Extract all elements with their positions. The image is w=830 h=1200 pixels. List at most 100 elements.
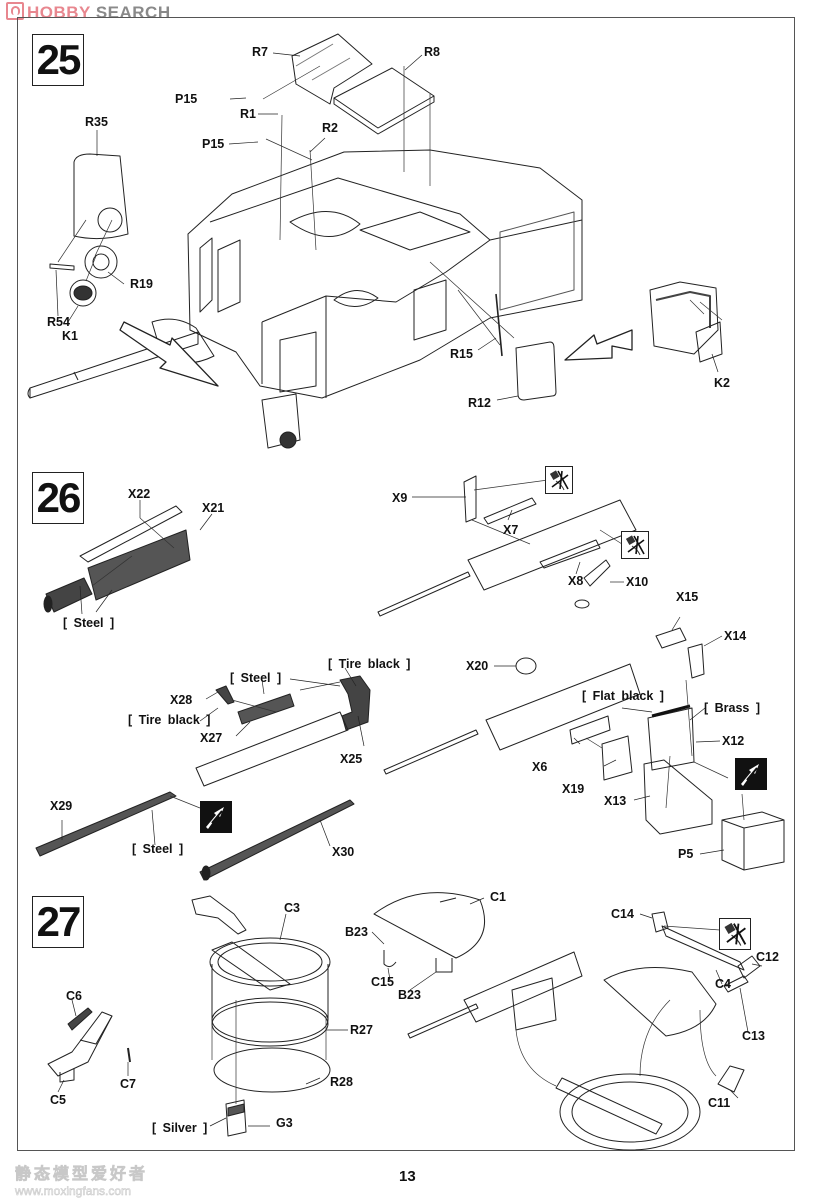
part-x22: [79, 505, 183, 563]
part-label: X9: [392, 491, 408, 505]
part-label: K1: [62, 329, 78, 343]
part-label: X19: [562, 782, 585, 796]
part-label: R28: [330, 1075, 353, 1089]
part-r35: [73, 153, 129, 240]
part-label: X8: [568, 574, 584, 588]
part-label: X10: [626, 575, 649, 589]
no-glue-icon: [621, 531, 649, 559]
part-m2-barrel-27: [407, 1003, 479, 1039]
part-hull-top-edge: [209, 177, 583, 241]
part-g3: [225, 1099, 247, 1137]
part-c6: [67, 1007, 93, 1031]
part-r8-plate: [333, 67, 435, 129]
step-25-leaders: [55, 52, 719, 401]
step-25-drawing: [27, 33, 723, 449]
page-number: 13: [399, 1168, 416, 1185]
watermark-url: www.moxingfans.com: [15, 1184, 132, 1199]
part-label: X28: [170, 693, 193, 707]
part-label: X12: [722, 734, 745, 748]
part-label: C6: [66, 989, 82, 1003]
part-label: R27: [350, 1023, 373, 1037]
part-hull-turret-ring: [333, 290, 379, 307]
paint-callout-steel: [ Steel ]: [63, 616, 115, 630]
step-number-27: 27: [32, 896, 84, 948]
hobbysearch-logo-icon: [6, 2, 24, 20]
part-label: X15: [676, 590, 699, 604]
part-label: X14: [724, 629, 747, 643]
part-label: C12: [756, 950, 779, 964]
step-25-guide-lines: [57, 65, 723, 346]
part-x10: [583, 559, 611, 587]
part-hull-hatch: [289, 211, 361, 237]
part-label: C3: [284, 901, 300, 915]
part-c3: [209, 937, 331, 987]
part-c1: [373, 892, 485, 959]
part-gun-barrel: [29, 331, 199, 399]
part-label: X29: [50, 799, 73, 813]
part-label: X27: [200, 731, 223, 745]
part-label: C14: [611, 907, 634, 921]
part-m2-receiver-lower: [485, 663, 641, 751]
part-b23: [435, 958, 453, 973]
part-c7: [127, 1047, 131, 1063]
part-r35-circle: [97, 207, 123, 233]
part-label: B23: [345, 925, 368, 939]
part-hull-side-openings: [199, 237, 241, 313]
part-label: B23: [398, 988, 421, 1002]
part-c4-shield: [603, 967, 717, 1037]
part-label: R7: [252, 45, 268, 59]
part-x29: [35, 791, 177, 857]
part-hull-front-hatch: [279, 331, 317, 393]
part-r12: [515, 341, 557, 401]
part-label: C7: [120, 1077, 136, 1091]
part-label: P5: [678, 847, 694, 861]
part-label: X21: [202, 501, 225, 515]
no-glue-icon: [545, 466, 573, 494]
part-gun-barrel-seg: [27, 371, 79, 399]
part-label: P15: [202, 137, 225, 151]
part-x9: [463, 475, 477, 523]
part-label: R35: [85, 115, 108, 129]
step-number-25: 25: [32, 34, 84, 86]
part-r15: [495, 293, 503, 357]
part-label: R12: [468, 396, 491, 410]
part-m2-barrel-upper: [377, 571, 471, 617]
part-hull-body: [187, 149, 583, 399]
part-c11: [717, 1065, 745, 1093]
part-c3-bracket: [191, 895, 247, 935]
watermark-chinese-text: 静态模型爱好者: [15, 1166, 149, 1184]
part-m2-receiver-upper: [467, 499, 637, 591]
part-label: R2: [322, 121, 338, 135]
part-m2-barrel-lower: [383, 729, 479, 775]
part-c13: [723, 975, 749, 993]
swap-arrows-icon: [200, 801, 232, 833]
part-x13: [643, 759, 713, 835]
part-x8: [539, 539, 601, 569]
part-x19: [601, 735, 633, 781]
part-label: X6: [532, 760, 548, 774]
part-x12: [647, 707, 695, 771]
part-label: X20: [466, 659, 489, 673]
part-label: R54: [47, 315, 70, 329]
part-label: G3: [276, 1116, 293, 1130]
part-c14: [651, 911, 669, 933]
step-27-drawing: [47, 892, 763, 1151]
part-label: C4: [715, 977, 731, 991]
part-r19: [84, 245, 118, 279]
part-hull-panel: [359, 211, 471, 251]
part-ammo-box-27: [511, 977, 557, 1031]
part-label: R19: [130, 277, 153, 291]
part-label: X30: [332, 845, 355, 859]
part-c15: [383, 950, 397, 968]
paint-callout-tire-black: [ Tire black ]: [128, 713, 211, 727]
part-label: X25: [340, 752, 363, 766]
paint-callout-flat-black: [ Flat black ]: [582, 689, 664, 703]
part-r54: [49, 263, 75, 271]
part-hull-bottom-edge: [261, 296, 327, 398]
part-label: R15: [450, 347, 473, 361]
step-number-26: 26: [32, 472, 84, 524]
part-label: C15: [371, 975, 394, 989]
part-x15: [655, 627, 687, 649]
no-glue-icon: [719, 918, 751, 950]
